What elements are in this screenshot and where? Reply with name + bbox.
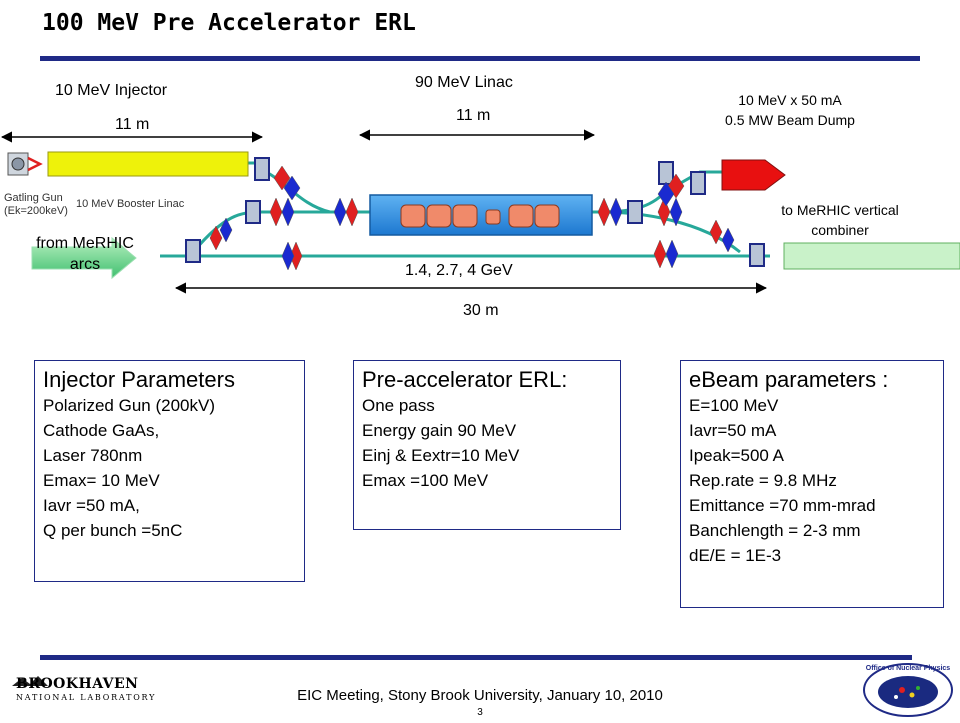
injector-label: 10 MeV Injector [55,82,168,99]
ebeam-param-line: Emittance =70 mm-mrad [689,496,876,515]
from-arcs-label-line1: from MeRHIC [36,235,134,252]
injector-param-line: Polarized Gun (200kV) [43,396,215,415]
beam-dump-label-line2: 0.5 MW Beam Dump [725,112,855,128]
injector-param-line: Cathode GaAs, [43,421,160,440]
ebeam-param-line: dE/E = 1E-3 [689,546,782,565]
erl-param-line: Energy gain 90 MeV [362,421,517,440]
injector-param-line: Q per bunch =5nC [43,521,183,540]
to-combiner-label: to MeRHIC vertical combiner [750,200,930,240]
gatling-gun-label-line2: (Ek=200keV) [4,205,68,217]
injector-param-line: Emax= 10 MeV [43,471,160,490]
erl-parameters-heading: Pre-accelerator ERL: [362,367,568,392]
brookhaven-logo-sub: NATIONAL LABORATORY [16,693,157,702]
booster-linac [47,151,249,177]
to-combiner-label-line2: combiner [811,222,869,238]
pre-accelerator-erl-box: Pre-accelerator ERL: One pass Energy gai… [353,360,621,530]
ebeam-param-line: Rep.rate = 9.8 MHz [689,471,837,490]
gatling-gun-label: Gatling Gun (Ek=200keV) [4,192,68,218]
linac-length-label: 11 m [456,107,491,124]
erl-param-line: One pass [362,396,435,415]
total-length-label: 30 m [463,302,499,319]
bottom-divider [40,655,912,660]
from-arcs-arrow [31,236,137,280]
linac-label: 90 MeV Linac [415,74,513,91]
gatling-gun [7,152,43,176]
beam-dump-label-line1: 10 MeV x 50 mA [738,92,842,108]
ebeam-parameters-box: eBeam parameters : E=100 MeV Iavr=50 mA … [680,360,944,608]
linac-cavities [400,204,560,228]
to-combiner-label-line1: to MeRHIC vertical [781,202,899,218]
injector-parameters-heading: Injector Parameters [43,367,235,392]
energies-label: 1.4, 2.7, 4 GeV [405,262,513,279]
brookhaven-logo-mark [12,676,48,686]
gatling-gun-label-line1: Gatling Gun [4,192,63,204]
erl-param-line: Einj & Eextr=10 MeV [362,446,520,465]
footer-meeting: EIC Meeting, Stony Brook University, Jan… [297,687,663,704]
page-title: 100 MeV Pre Accelerator ERL [42,10,416,36]
ebeam-parameters-heading: eBeam parameters : [689,367,889,392]
injector-param-line: Laser 780nm [43,446,143,465]
top-divider [40,56,920,61]
to-combiner-pipe [783,242,960,270]
brookhaven-logo-name: BROOKHAVEN [16,676,139,692]
beam-dump [721,159,786,191]
injector-parameters-box: Injector Parameters Polarized Gun (200kV… [34,360,305,582]
nuclear-physics-seal: Office of Nuclear Physics [862,662,954,718]
ebeam-param-line: Banchlength = 2-3 mm [689,521,861,540]
from-arcs-label-line2: arcs [69,256,101,273]
booster-linac-label: 10 MeV Booster Linac [76,198,185,210]
from-arcs-label: from MeRHIC arcs [20,233,150,275]
dipole-magnets [185,157,765,267]
page-number: 3 [477,707,483,718]
beam-dump-label: 10 MeV x 50 mA 0.5 MW Beam Dump [690,90,890,130]
erl-layout-diagram [0,129,960,294]
quadrupoles [209,165,735,271]
ebeam-param-line: E=100 MeV [689,396,779,415]
nuclear-physics-seal-text: Office of Nuclear Physics [865,665,951,672]
erl-param-line: Emax =100 MeV [362,471,489,490]
ebeam-param-line: Ipeak=500 A [689,446,785,465]
injector-length-label: 11 m [115,116,150,133]
nuclear-physics-seal-graphic [863,663,953,717]
injector-param-line: Iavr =50 mA, [43,496,140,515]
ebeam-param-line: Iavr=50 mA [689,421,777,440]
